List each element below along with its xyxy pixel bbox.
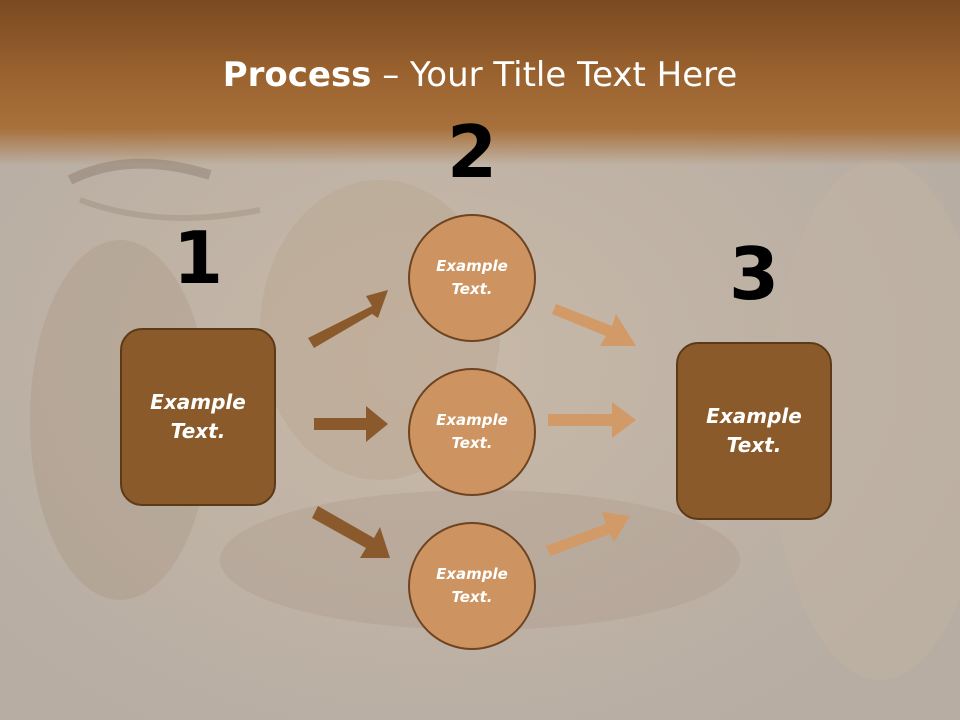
step-number-3: 3 <box>728 232 780 316</box>
process-circle-bottom-label: Example Text. <box>436 565 508 606</box>
arrow-right-top <box>552 304 636 346</box>
process-box-3-label: Example Text. <box>706 404 802 457</box>
slide-title[interactable]: Process – Your Title Text Here <box>0 52 960 98</box>
arrow-left-middle <box>314 406 388 442</box>
step-number-1: 1 <box>172 216 224 300</box>
process-circle-top-label: Example Text. <box>436 257 508 298</box>
process-circle-middle[interactable]: Example Text. <box>408 368 536 496</box>
title-band <box>0 0 960 165</box>
title-rest: – Your Title Text Here <box>371 55 738 95</box>
arrow-left-bottom <box>312 506 390 558</box>
step-number-2: 2 <box>446 110 498 194</box>
process-box-1-label: Example Text. <box>150 390 246 443</box>
arrow-right-bottom <box>546 512 630 556</box>
title-bold: Process <box>222 55 372 95</box>
process-box-1[interactable]: Example Text. <box>120 328 276 506</box>
arrow-left-top <box>308 290 388 348</box>
process-circle-top[interactable]: Example Text. <box>408 214 536 342</box>
process-circle-bottom[interactable]: Example Text. <box>408 522 536 650</box>
process-box-3[interactable]: Example Text. <box>676 342 832 520</box>
process-circle-middle-label: Example Text. <box>436 411 508 452</box>
arrow-right-middle <box>548 402 636 438</box>
